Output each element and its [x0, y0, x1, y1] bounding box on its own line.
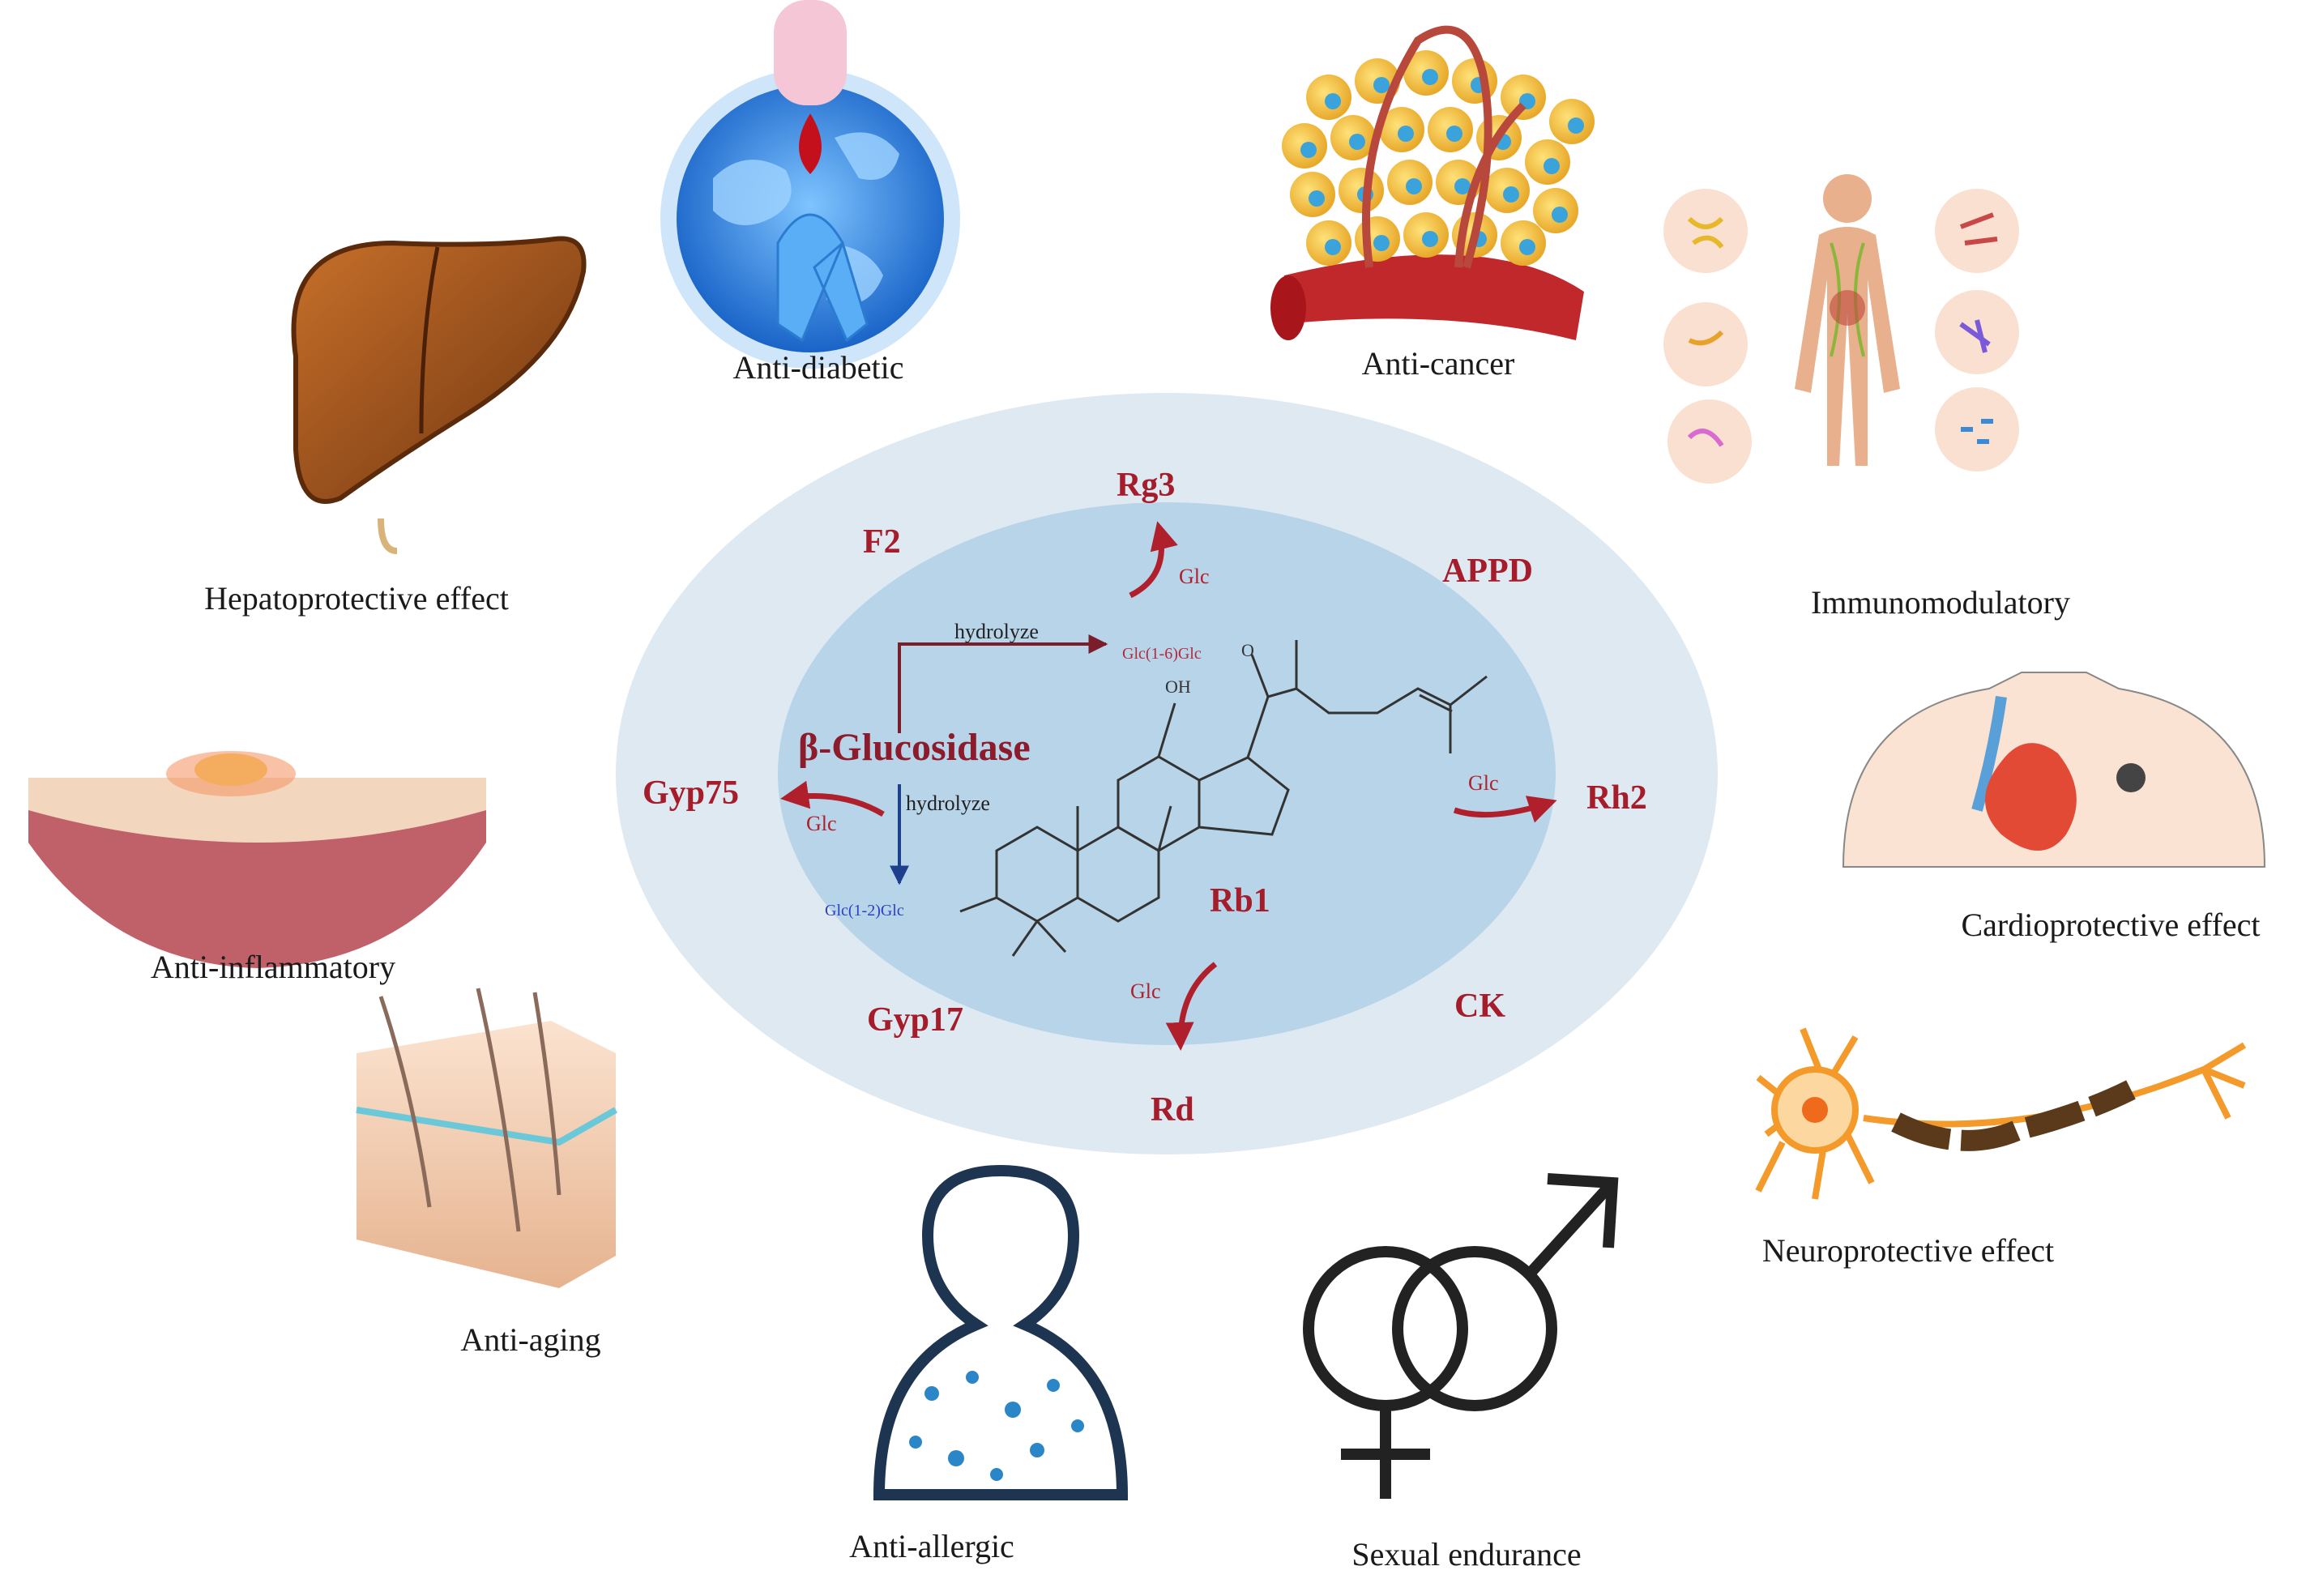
heart-chest-icon [1842, 672, 2266, 868]
substrate-rb1: Rb1 [1210, 882, 1270, 920]
tumor-cells-icon [1270, 25, 1595, 340]
label-anti-diabetic: Anti-diabetic [732, 349, 904, 386]
hydrolyze-arrow-top [898, 634, 1108, 733]
label-anti-inflammatory: Anti-inflammatory [150, 949, 396, 985]
gender-symbols-icon [1303, 1173, 1619, 1499]
arrow-to-gyp75 [780, 780, 885, 817]
arrow-to-rh2 [1453, 796, 1557, 823]
skin-layers-icon [356, 988, 617, 1288]
o-label: O [1241, 640, 1254, 660]
human-body-icon [1663, 174, 2019, 484]
inner-ellipse [778, 502, 1556, 1045]
oh-label: OH [1165, 676, 1191, 697]
glc-label-rd: Glc [1130, 979, 1161, 1003]
enzyme-label: β-Glucosidase [798, 726, 1031, 769]
arrow-to-rg3 [1129, 521, 1178, 599]
label-cardioprotective: Cardioprotective effect [1961, 907, 2261, 943]
inflamed-skin-icon [28, 751, 486, 968]
ginsenoside-structure [959, 640, 1488, 957]
product-appd: APPD [1442, 553, 1533, 590]
liver-icon [291, 236, 587, 554]
product-rh2: Rh2 [1586, 779, 1647, 817]
product-gyp75: Gyp75 [643, 775, 739, 812]
label-anti-allergic: Anti-allergic [849, 1528, 1014, 1564]
label-immunomodulatory: Immunomodulatory [1811, 584, 2070, 621]
globe-ribbon-icon [660, 0, 960, 369]
label-anti-cancer: Anti-cancer [1361, 345, 1515, 382]
arrow-to-rd [1165, 962, 1218, 1051]
allergy-person-icon [873, 1164, 1129, 1500]
label-hepatoprotective: Hepatoprotective effect [204, 580, 509, 617]
product-ck: CK [1454, 988, 1505, 1025]
product-gyp17: Gyp17 [867, 1001, 963, 1039]
label-anti-aging: Anti-aging [460, 1321, 601, 1358]
label-sexual-endurance: Sexual endurance [1351, 1536, 1582, 1573]
label-neuroprotective: Neuroprotective effect [1761, 1232, 2055, 1269]
glc-label-gyp75: Glc [806, 812, 837, 835]
hydrolyze-label-bottom: hydrolyze [906, 792, 990, 815]
product-f2: F2 [863, 523, 901, 561]
hydrolyze-label-top: hydrolyze [954, 620, 1039, 643]
sugar-bottom-label: Glc(1-2)Glc [825, 902, 904, 920]
sugar-top-label: Glc(1-6)Glc [1122, 645, 1202, 663]
product-rg3: Rg3 [1117, 467, 1175, 504]
neuron-icon [1755, 1027, 2247, 1200]
product-rd: Rd [1151, 1091, 1194, 1129]
glc-label-rg3: Glc [1179, 565, 1210, 588]
glc-label-rh2: Glc [1468, 771, 1499, 795]
